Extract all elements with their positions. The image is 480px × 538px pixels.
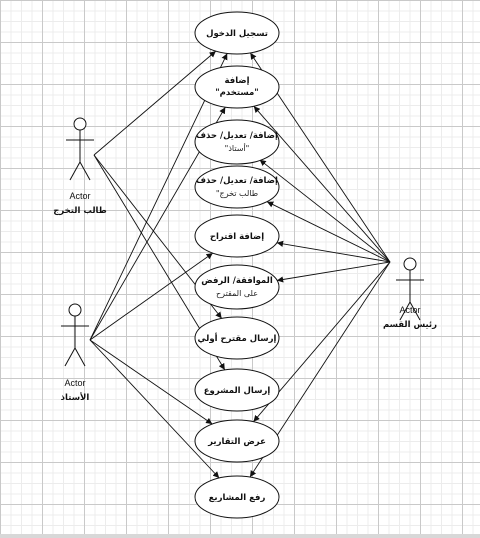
use-case-approve[interactable]: الموافقة/ الرفض على المقترح [194, 264, 280, 310]
use-case-send-initial-label: إرسال مقترح أولي [198, 332, 277, 344]
use-case-send-initial[interactable]: إرسال مقترح أولي [194, 316, 280, 360]
association-arrow [259, 159, 391, 263]
use-case-add-proposal[interactable]: إضافة اقتراح [194, 214, 280, 258]
actor-type-label: Actor [64, 378, 85, 388]
actor-type-label: Actor [69, 191, 90, 201]
actor-name-label: طالب التخرج [53, 206, 106, 216]
actor-name-label: رئيس القسم [383, 320, 437, 330]
use-case-edit-student-label-1: إضافة/ تعديل/ حذف [196, 176, 278, 186]
use-case-approve-label-2: على المقترح [216, 289, 258, 298]
actor-name-label: الأستاذ [61, 392, 90, 403]
use-case-login-label: تسجيل الدخول [206, 29, 268, 39]
association-arrow [89, 252, 214, 341]
use-case-send-project-label: إرسال المشروع [204, 386, 271, 396]
association-arrow [276, 240, 391, 263]
use-case-send-project[interactable]: إرسال المشروع [194, 368, 280, 412]
use-case-view-reports-label: عرض التقارير [207, 437, 266, 447]
association-arrow [89, 339, 213, 425]
association-arrow [89, 339, 220, 479]
stick-figure-icon [61, 303, 89, 367]
actor-student[interactable]: Actor طالب التخرج [53, 117, 107, 216]
association-lines [89, 50, 391, 479]
use-case-add-user-label-1: إضافة [224, 76, 249, 86]
use-case-edit-teacher-label-1: إضافة/ تعديل/ حذف [196, 131, 278, 141]
association-arrow [276, 261, 391, 283]
stick-figure-icon [66, 117, 94, 181]
use-case-add-proposal-label: إضافة اقتراح [210, 232, 264, 242]
actor-department-head[interactable]: Actor Actor رئيس القسم [383, 257, 437, 330]
stick-figure-icon [396, 257, 424, 321]
actor-type-label-visible: Actor [399, 305, 420, 315]
use-case-edit-student-label-2: طالب تخرج" [216, 189, 258, 198]
use-case-add-user-label-2: "مستخدم" [215, 88, 259, 98]
use-case-add-user[interactable]: إضافة "مستخدم" [194, 65, 280, 109]
actor-teacher[interactable]: Actor الأستاذ [61, 303, 90, 403]
use-case-edit-teacher-label-2: "أستاذ" [225, 143, 250, 153]
association-arrow [253, 105, 391, 263]
use-case-upload[interactable]: رفع المشاريع [194, 475, 280, 519]
use-case-approve-label-1: الموافقة/ الرفض [201, 276, 273, 286]
use-case-view-reports[interactable]: عرض التقارير [194, 419, 280, 463]
window-bottom-edge [0, 534, 480, 538]
association-arrow [93, 50, 217, 156]
use-case-edit-teacher[interactable]: إضافة/ تعديل/ حذف "أستاذ" [194, 119, 280, 165]
use-case-login[interactable]: تسجيل الدخول [194, 11, 280, 55]
association-arrow [89, 53, 228, 341]
association-arrow [266, 201, 391, 263]
use-case-upload-label: رفع المشاريع [209, 493, 266, 503]
use-case-edit-student[interactable]: إضافة/ تعديل/ حذف طالب تخرج" [194, 165, 280, 209]
